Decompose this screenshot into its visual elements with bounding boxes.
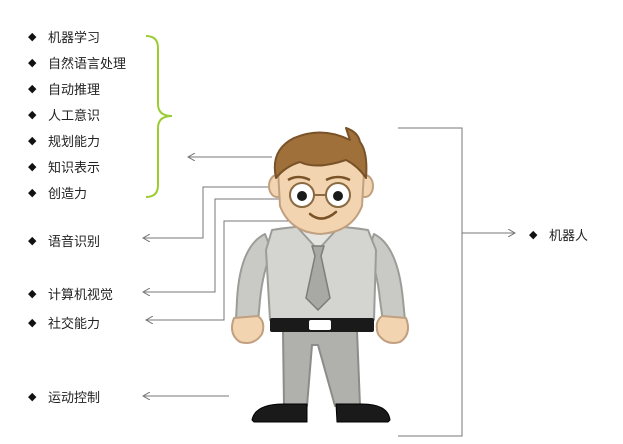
man-left-hand — [231, 315, 265, 344]
robot-label: 机器人 — [549, 229, 589, 244]
sense-item-social: ◆ 社交能力 — [28, 313, 100, 332]
ability-item: ◆ 自动推理 — [28, 79, 100, 98]
diamond-icon: ◆ — [28, 82, 37, 95]
diamond-icon: ◆ — [28, 316, 37, 329]
vision-connector — [143, 198, 296, 292]
ability-label: 自然语言处理 — [48, 57, 127, 72]
ability-label: 自动推理 — [48, 83, 101, 98]
ability-item: ◆ 规划能力 — [28, 131, 100, 150]
diamond-icon: ◆ — [28, 108, 37, 121]
ability-label: 知识表示 — [48, 161, 101, 176]
diamond-icon: ◆ — [28, 134, 37, 147]
man-right-shoe — [335, 403, 391, 423]
robot-item: ◆ 机器人 — [529, 225, 588, 244]
sense-item-motion: ◆ 运动控制 — [28, 387, 100, 406]
sense-label: 运动控制 — [48, 391, 101, 406]
ability-label: 规划能力 — [48, 135, 101, 150]
speech-connector — [143, 186, 270, 238]
man-left-shoe — [251, 403, 308, 423]
ability-item: ◆ 人工意识 — [28, 105, 100, 124]
sense-label: 社交能力 — [48, 317, 101, 332]
sense-label: 语音识别 — [48, 235, 101, 250]
ability-item: ◆ 自然语言处理 — [28, 53, 126, 72]
diamond-icon: ◆ — [28, 160, 37, 173]
diamond-icon: ◆ — [28, 30, 37, 43]
ability-label: 创造力 — [48, 187, 88, 202]
social-connector — [146, 220, 296, 320]
ability-item: ◆ 知识表示 — [28, 157, 100, 176]
man-right-eyebrow — [325, 175, 351, 182]
diamond-icon: ◆ — [28, 287, 37, 300]
cartoon-man — [231, 127, 409, 423]
diamond-icon: ◆ — [28, 56, 37, 69]
ability-item: ◆ 创造力 — [28, 183, 87, 202]
ability-item: ◆ 机器学习 — [28, 27, 100, 46]
robot-bracket — [398, 127, 463, 437]
diamond-icon: ◆ — [28, 186, 37, 199]
man-left-pupil — [297, 191, 307, 201]
sense-label: 计算机视觉 — [48, 288, 114, 303]
ability-label: 机器学习 — [48, 31, 101, 46]
man-tie — [305, 245, 331, 311]
ability-brace — [145, 35, 173, 198]
ability-label: 人工意识 — [48, 109, 101, 124]
diamond-icon: ◆ — [28, 234, 37, 247]
man-hair — [273, 127, 368, 179]
man-smile — [308, 210, 338, 220]
sense-item-vision: ◆ 计算机视觉 — [28, 284, 113, 303]
man-right-hand — [375, 315, 409, 344]
man-right-pupil — [333, 191, 343, 201]
diamond-icon: ◆ — [28, 390, 37, 403]
man-left-eyebrow — [287, 175, 311, 182]
man-legs — [282, 329, 361, 407]
diamond-icon: ◆ — [529, 228, 538, 241]
man-belt-buckle — [309, 320, 331, 330]
sense-item-speech: ◆ 语音识别 — [28, 231, 100, 250]
